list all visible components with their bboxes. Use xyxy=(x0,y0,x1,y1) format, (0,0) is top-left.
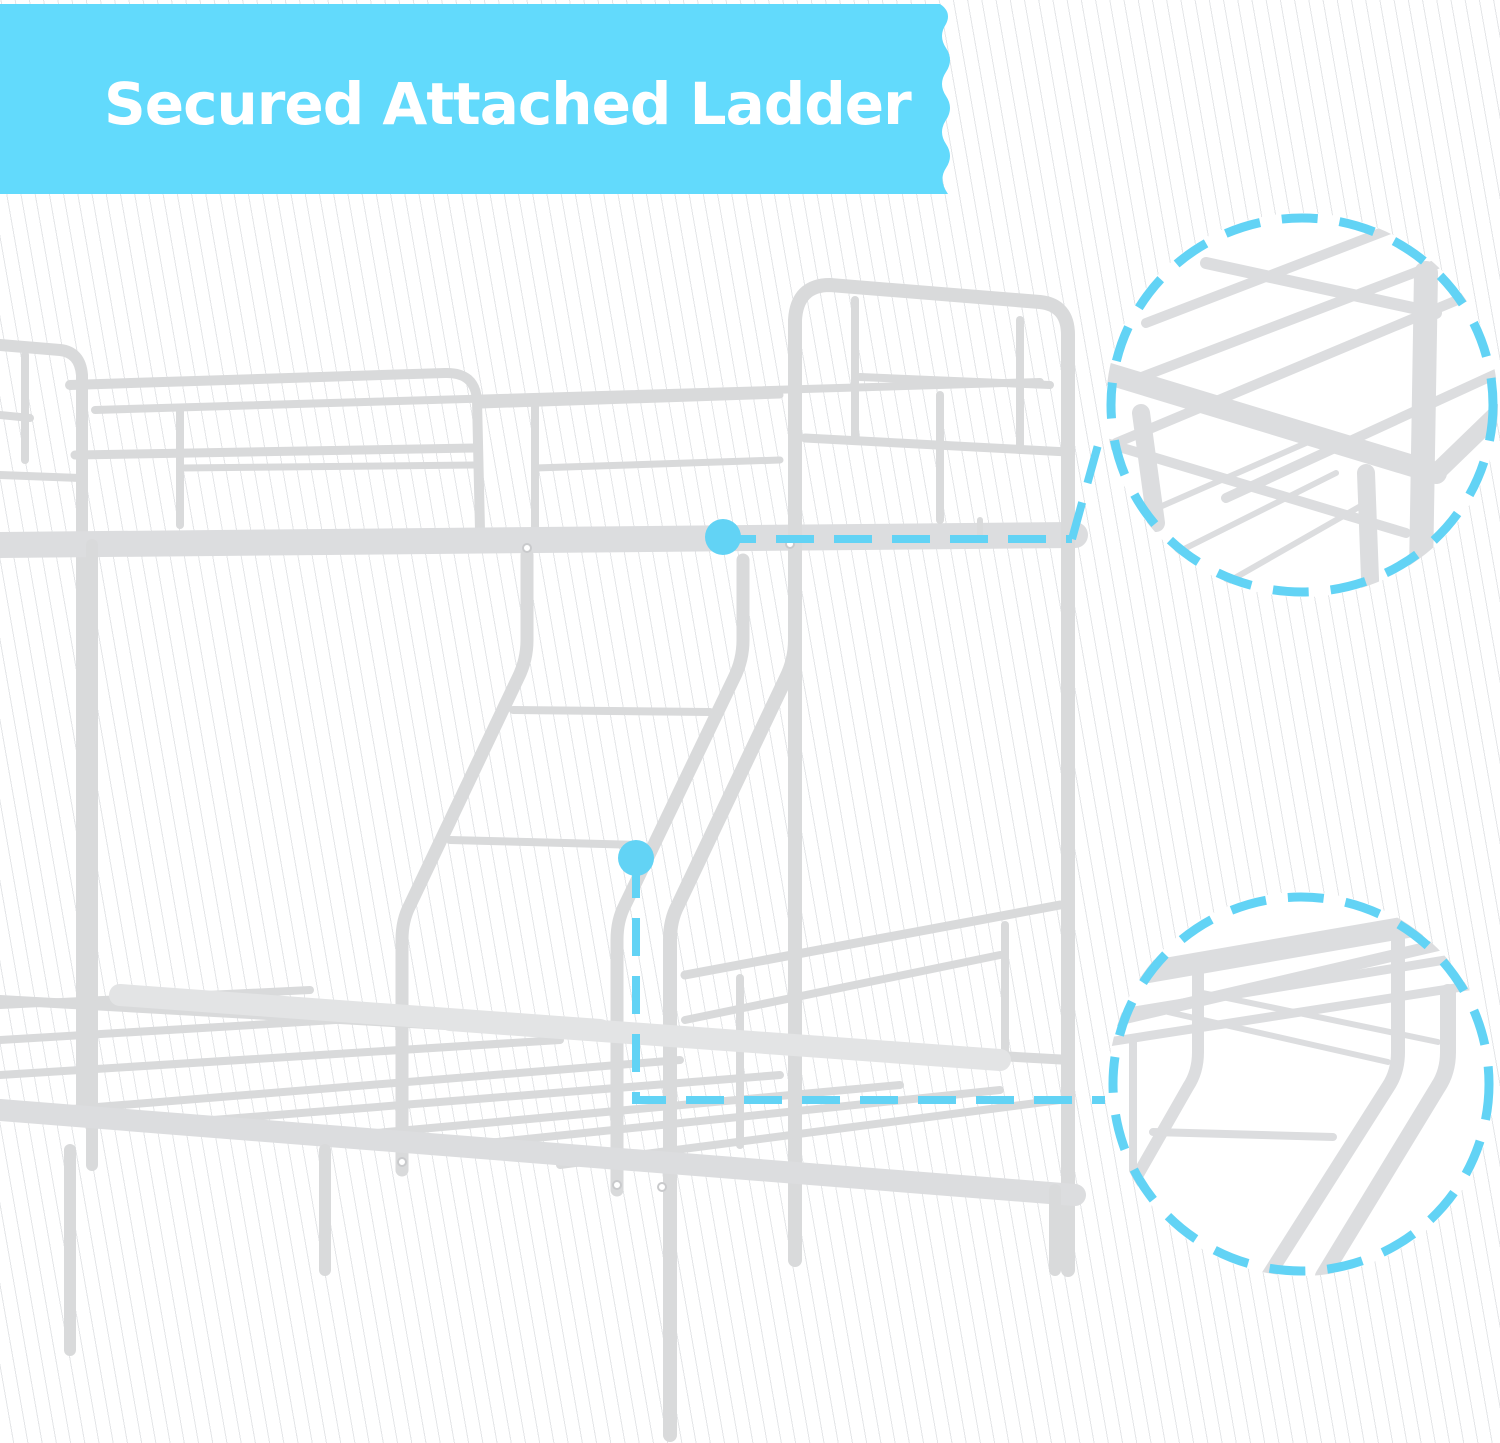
detail-callout-top xyxy=(1106,213,1498,597)
connector-dot-upper xyxy=(705,519,741,555)
detail-callout-bottom xyxy=(1108,892,1494,1276)
banner-wavy-shape xyxy=(0,4,950,194)
title-banner: Secured Attached Ladder xyxy=(0,4,975,194)
connector-dots xyxy=(618,519,741,876)
ladder-attachment-detail xyxy=(1108,892,1494,1276)
connector-dot-ladder xyxy=(618,840,654,876)
banner-title: Secured Attached Ladder xyxy=(104,70,912,138)
corner-attachment-detail xyxy=(1106,213,1498,597)
